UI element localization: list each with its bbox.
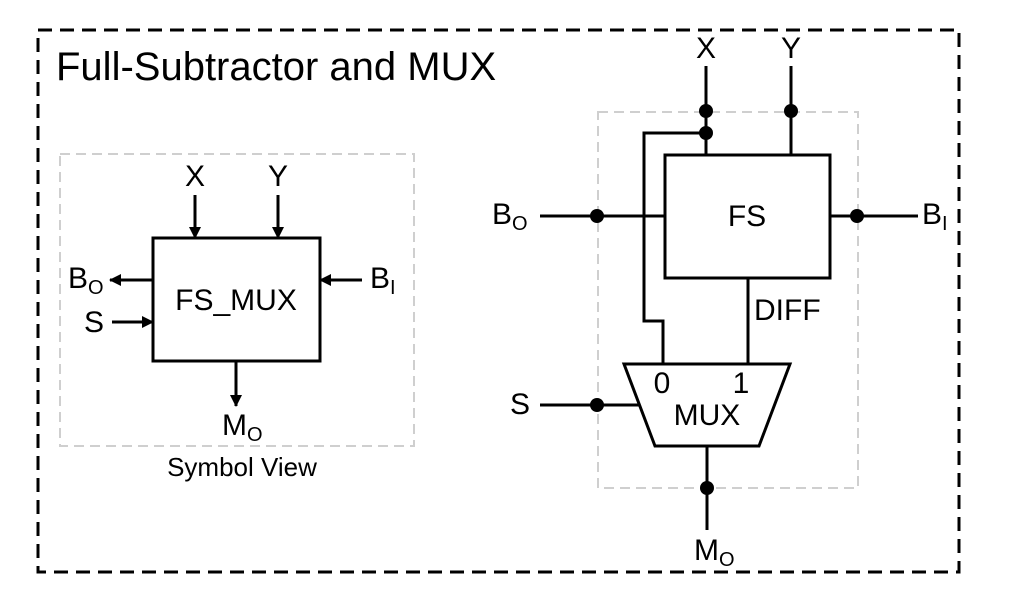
symbol-mo-sub: O [247,424,263,446]
mux-input-1-label: 1 [733,367,750,400]
schematic-mo-label: MO [694,534,735,571]
symbol-x-label: X [185,160,205,193]
schematic-x-label: X [696,32,716,65]
symbol-bi-sub: I [390,277,396,299]
outer-frame [36,28,961,574]
mux-block [621,362,793,448]
s-node [590,398,604,412]
schematic-bo-sub: O [512,213,528,235]
mux-label: MUX [674,399,741,432]
symbol-mo-label: MO [222,409,263,446]
schematic-bi-sub: I [942,213,948,235]
schematic-bo-label: BO [492,198,528,235]
symbol-bo-base: B [68,262,88,295]
symbol-view-caption: Symbol View [167,452,317,482]
fs-label: FS [728,200,766,233]
y-node [784,104,798,118]
schematic-mo-base: M [694,534,719,567]
schematic-y-label: Y [781,32,801,65]
x-node [699,104,713,118]
symbol-bo-sub: O [88,277,104,299]
x-branch-wire [642,131,706,364]
diagram-title: Full-Subtractor and MUX [56,45,496,89]
symbol-y-label: Y [268,160,288,193]
schematic-region [597,111,859,489]
schematic-mo-sub: O [719,549,735,571]
schematic-bo-base: B [492,198,512,231]
schematic-bi-base: B [922,198,942,231]
symbol-bi-base: B [370,262,390,295]
bo-node [590,209,604,223]
fs-mux-block [151,236,322,363]
symbol-bo-label: BO [68,262,104,299]
fs-mux-label: FS_MUX [175,284,297,317]
schematic-bi-label: BI [922,198,948,235]
symbol-mo-base: M [222,409,247,442]
mo-node [700,481,714,495]
diff-label: DIFF [754,294,821,327]
symbol-view-region [59,153,415,447]
schematic-s-label: S [510,388,530,421]
symbol-s-label: S [84,306,104,339]
bi-node [850,209,864,223]
mux-input-0-label: 0 [654,367,671,400]
symbol-bi-label: BI [370,262,396,299]
